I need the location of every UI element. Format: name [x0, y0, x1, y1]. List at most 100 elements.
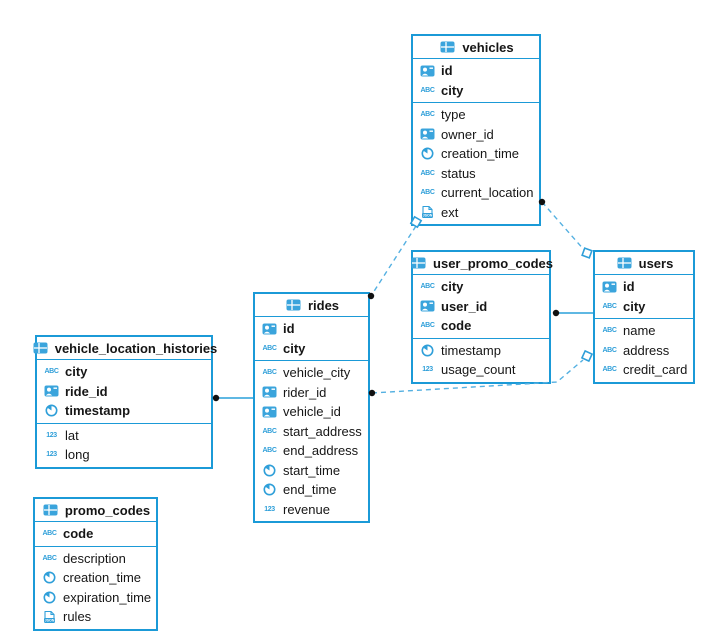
table-icon	[41, 504, 60, 516]
id-icon	[260, 323, 279, 335]
field-label: id	[623, 279, 635, 295]
field-row: ABC code	[413, 316, 549, 336]
field-label: current_location	[441, 185, 534, 201]
table-name: user_promo_codes	[433, 255, 553, 271]
field-row: ABC city	[37, 362, 211, 382]
primary-key-section: ABC city ride_id timestamp	[37, 359, 211, 423]
text-type-icon: ABC	[262, 344, 277, 352]
table-name: users	[638, 255, 674, 271]
field-label: lat	[65, 427, 79, 443]
timestamp-icon	[40, 571, 59, 584]
field-label: ride_id	[65, 383, 108, 399]
cardinality-square-marker	[580, 349, 594, 363]
field-label: user_id	[441, 298, 488, 314]
table-icon	[409, 257, 428, 269]
field-label: vehicle_id	[283, 404, 341, 420]
table-header[interactable]: promo_codes	[35, 499, 156, 521]
field-label: revenue	[283, 501, 330, 517]
text-type-icon: ABC	[420, 322, 435, 330]
number-type-icon: 123	[46, 451, 57, 459]
table-header[interactable]: users	[595, 252, 693, 274]
timestamp-icon	[418, 344, 437, 357]
text-type-icon: ABC	[420, 86, 435, 94]
field-row: timestamp	[37, 401, 211, 421]
id-icon	[418, 300, 437, 312]
table-header[interactable]: vehicles	[413, 36, 539, 58]
primary-key-section: ABC code	[35, 521, 156, 546]
field-row: ride_id	[37, 382, 211, 402]
field-row: start_time	[255, 461, 368, 481]
id-icon	[600, 281, 619, 293]
field-label: code	[441, 318, 472, 334]
field-label: rider_id	[283, 384, 327, 400]
number-type-icon: 123	[46, 431, 57, 439]
field-label: city	[65, 364, 88, 380]
timestamp-icon	[42, 404, 61, 417]
relationship-line	[541, 201, 586, 252]
table-header[interactable]: user_promo_codes	[411, 252, 553, 274]
text-type-icon: ABC	[602, 366, 617, 374]
table-header[interactable]: vehicle_location_histories	[33, 337, 217, 359]
text-type-icon: ABC	[420, 189, 435, 197]
table-icon	[615, 257, 634, 269]
field-label: city	[623, 298, 646, 314]
number-type-icon: 123	[264, 505, 275, 513]
field-label: city	[441, 82, 464, 98]
field-label: code	[63, 526, 94, 542]
field-row: id	[595, 277, 693, 297]
json-icon: JSON	[418, 205, 437, 219]
cardinality-dot-marker	[212, 394, 220, 402]
field-row: 123 lat	[37, 426, 211, 446]
field-label: creation_time	[63, 570, 142, 586]
text-type-icon: ABC	[420, 283, 435, 291]
field-label: address	[623, 342, 670, 358]
field-label: status	[441, 165, 476, 181]
field-label: end_address	[283, 443, 359, 459]
text-type-icon: ABC	[602, 327, 617, 335]
field-label: long	[65, 447, 90, 463]
text-type-icon: ABC	[420, 169, 435, 177]
field-label: end_time	[283, 482, 337, 498]
text-type-icon: ABC	[42, 554, 57, 562]
field-row: id	[413, 61, 539, 81]
field-label: expiration_time	[63, 589, 152, 605]
text-type-icon: ABC	[44, 368, 59, 376]
field-row: ABC city	[413, 81, 539, 101]
field-label: id	[441, 63, 453, 79]
cardinality-square-marker	[581, 247, 593, 259]
table-icon	[438, 41, 457, 53]
field-label: start_address	[283, 423, 362, 439]
field-row: owner_id	[413, 125, 539, 145]
field-label: description	[63, 550, 126, 566]
field-row: 123 long	[37, 445, 211, 465]
field-row: ABC city	[413, 277, 549, 297]
table-header[interactable]: rides	[255, 294, 368, 316]
svg-text:JSON: JSON	[423, 214, 433, 218]
timestamp-icon	[418, 147, 437, 160]
field-label: city	[441, 279, 464, 295]
field-label: vehicle_city	[283, 365, 351, 381]
text-type-icon: ABC	[42, 530, 57, 538]
